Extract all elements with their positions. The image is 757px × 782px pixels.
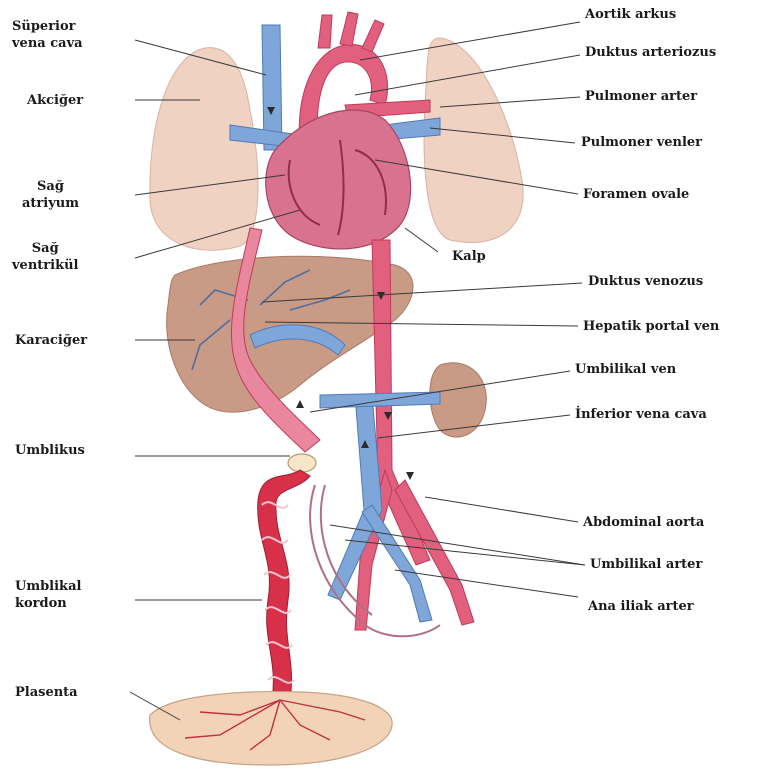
label-lung: Akciğer	[27, 92, 83, 109]
leader-ductus-arteriosus	[355, 55, 580, 95]
label-liver: Karaciğer	[15, 332, 87, 349]
leader-pulmonary-artery	[440, 97, 580, 107]
label-inferior-vena-cava: İnferior vena cava	[575, 406, 707, 423]
label-placenta: Plasenta	[15, 684, 78, 701]
label-superior-vena-cava: Süperior vena cava	[12, 18, 83, 52]
label-ductus-arteriosus: Duktus arteriozus	[585, 44, 716, 61]
label-pulmonary-veins: Pulmoner venler	[581, 134, 702, 151]
leader-aortic-arch	[360, 22, 580, 60]
label-umbilical-artery: Umbilikal arter	[590, 556, 702, 573]
leader-abdominal-aorta	[425, 497, 578, 522]
label-right-ventricle: Sağ ventrikül	[12, 240, 78, 274]
leader-placenta	[130, 692, 180, 720]
label-common-iliac-artery: Ana iliak arter	[588, 598, 694, 615]
leader-ductus-venosus	[262, 283, 582, 302]
leader-right-atrium	[135, 175, 285, 195]
leader-foramen-ovale	[375, 160, 578, 194]
leader-umbilical-artery-1	[330, 525, 585, 565]
leader-umbilical-artery-2	[345, 540, 585, 565]
label-abdominal-aorta: Abdominal aorta	[583, 514, 704, 531]
leader-right-ventricle	[135, 210, 300, 258]
label-umbilicus: Umblikus	[15, 442, 85, 459]
label-umbilical-vein: Umbilikal ven	[575, 361, 676, 378]
leader-inferior-vena-cava	[378, 415, 570, 438]
label-foramen-ovale: Foramen ovale	[583, 186, 689, 203]
leader-common-iliac-artery	[395, 570, 578, 597]
label-heart: Kalp	[452, 248, 486, 265]
leader-heart	[405, 228, 438, 252]
leader-umbilical-vein	[310, 371, 570, 412]
label-right-atrium: Sağ atriyum	[22, 178, 79, 212]
label-pulmonary-artery: Pulmoner arter	[585, 88, 697, 105]
leader-superior-vena-cava	[135, 40, 266, 75]
leader-hepatic-portal-vein	[265, 322, 578, 326]
leader-pulmonary-veins	[430, 128, 575, 143]
label-ductus-venosus: Duktus venozus	[588, 273, 703, 290]
label-hepatic-portal-vein: Hepatik portal ven	[583, 318, 719, 335]
label-umbilical-cord: Umblikal kordon	[15, 578, 81, 612]
label-aortic-arch: Aortik arkus	[585, 6, 676, 23]
